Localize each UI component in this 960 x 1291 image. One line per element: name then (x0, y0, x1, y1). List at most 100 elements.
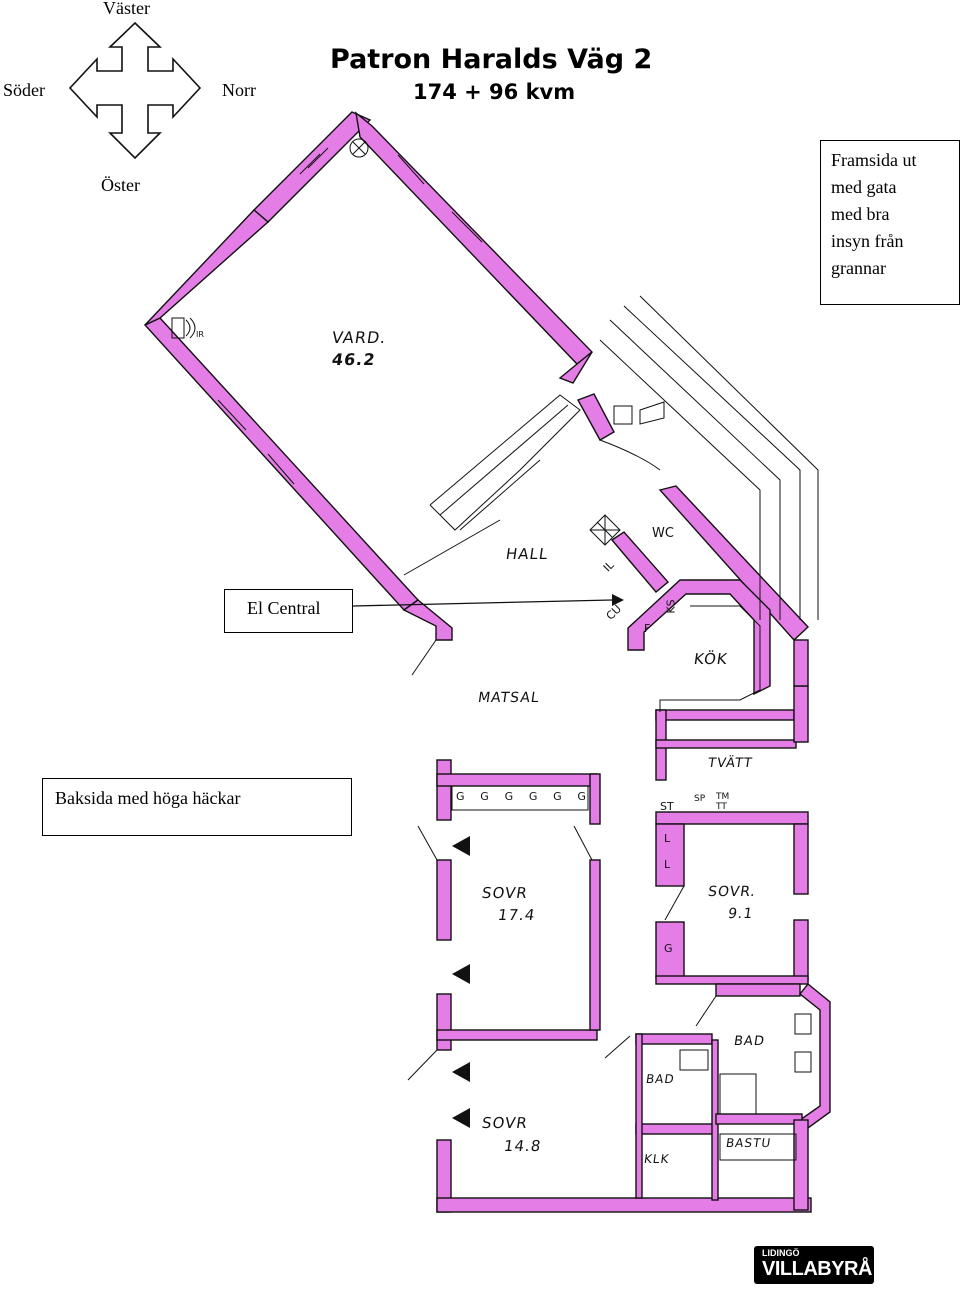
wall-vard-ne (355, 111, 594, 365)
kitchen-counter (659, 605, 761, 712)
logo-top-text: LIDINGÖ (762, 1248, 800, 1258)
room-label-matsal: MATSAL (476, 690, 541, 706)
wall-east-upper (793, 639, 809, 687)
wardrobe-label: G (528, 790, 538, 803)
patio-arrow-icon (452, 964, 470, 984)
wall-bay (798, 983, 831, 1129)
door-arc-bed1b (573, 825, 593, 861)
room-label-tvatt: TVÄTT (706, 756, 754, 771)
wall-matsal-corner (402, 599, 453, 641)
entrance-box (613, 405, 633, 425)
lidingo-villabyra-logo: LIDINGÖ VILLABYRÅ (754, 1246, 874, 1284)
wall-klk-top (635, 1123, 715, 1135)
smoke-detector-x2 (352, 141, 366, 155)
fixture-ir: IR (196, 330, 204, 339)
wall-sovr2-closet (655, 921, 685, 979)
door-arc-bed1 (417, 825, 438, 861)
grid-fixture-icon (589, 514, 621, 546)
door-arc-sovr2 (664, 885, 685, 921)
door-arc-bed3b (604, 1035, 631, 1059)
entrance-mat (639, 401, 665, 425)
window-vard-w2 (267, 453, 295, 485)
wall-kitchen-ne (658, 485, 809, 641)
fixture-tmtt: TM TT (716, 792, 730, 812)
back-side-note: Baksida med höga häckar (42, 778, 352, 836)
front-note-line: grannar (831, 258, 886, 278)
smoke-detector-icon (349, 138, 369, 158)
room-label-kok: KÖK (692, 650, 729, 668)
compass-south-label: Söder (3, 80, 45, 100)
ir-sensor-icon (171, 317, 196, 339)
patio-arrow-icon (452, 1108, 470, 1128)
wall-tvatt-top (655, 709, 795, 721)
wall-west-upper (436, 759, 452, 821)
door-arc-bad (695, 995, 717, 1027)
compass-east-label: Öster (101, 175, 140, 195)
wall-bastu-top (715, 1113, 803, 1125)
front-note-line: med gata (831, 177, 897, 197)
wall-tvatt-bottom (655, 811, 809, 825)
logo-name-text: VILLABYRÅ (762, 1258, 872, 1280)
room-label-sovr1: SOVR (480, 884, 530, 902)
room-label-vard: VARD. (330, 328, 388, 347)
window-vard-w (217, 399, 247, 431)
wall-bad-left (635, 1033, 643, 1199)
fixture-g: G (664, 942, 673, 955)
room-label-bad1: BAD (645, 1072, 676, 1086)
hall-stairs (429, 394, 581, 531)
hall-wall-line (403, 519, 501, 576)
sink-bad2-2 (794, 1051, 812, 1073)
front-side-note: Framsida ut med gata med bra insyn från … (820, 140, 960, 305)
wardrobe-row (451, 785, 589, 811)
el-central-label: El Central (247, 598, 321, 618)
sink-bad2-1 (794, 1013, 812, 1035)
door-arc-hall (599, 439, 661, 471)
wall-east-bath (793, 1119, 809, 1211)
wall-kitchen-inner (627, 579, 771, 696)
address-title: Patron Haralds Väg 2 (330, 44, 653, 75)
wall-sovr2-bottom (655, 975, 809, 985)
room-label-klk: KLK (643, 1152, 671, 1166)
door-arc-bed3 (407, 1049, 438, 1081)
fixture-l2: L (664, 858, 671, 871)
room-label-bastu: BASTU (725, 1136, 773, 1150)
wall-west-mid (436, 859, 452, 941)
wall-bad-mid (635, 1033, 713, 1045)
window-vard-n2 (299, 153, 321, 175)
room-area-sovr1: 17.4 (496, 906, 537, 924)
area-subtitle: 174 + 96 kvm (413, 80, 576, 104)
tub-bad1 (679, 1049, 709, 1071)
wardrobe-labels: G G G G G G (456, 790, 586, 803)
window-vard-e2 (397, 154, 425, 185)
room-label-sovr3: SOVR (480, 1114, 530, 1132)
wardrobe-label: G (553, 790, 562, 803)
wall-west-low (436, 993, 452, 1051)
room-area-vard: 46.2 (330, 350, 377, 369)
el-central-arrowhead-icon (612, 594, 624, 606)
wall-bed-divider (589, 859, 601, 1031)
compass-north-label: Norr (222, 80, 256, 100)
room-area-sovr3: 14.8 (502, 1137, 543, 1155)
wall-east-kitchen (793, 685, 809, 743)
room-label-wc: WC (652, 526, 674, 541)
window-vard-n (307, 147, 329, 169)
fixture-l1: L (664, 832, 671, 845)
wall-east-sovr2b (793, 919, 809, 981)
bastu-bench (719, 1133, 797, 1161)
wardrobe-label: G (480, 790, 489, 803)
compass-west-label: Väster (103, 0, 150, 18)
back-side-label: Baksida med höga häckar (55, 788, 241, 808)
wall-hall-stub (576, 393, 615, 441)
room-label-bad2: BAD (732, 1034, 766, 1049)
fixture-f: F (644, 622, 651, 635)
front-note-line: med bra (831, 204, 890, 224)
compass-arrow-icon (68, 21, 202, 160)
front-note-line: Framsida ut (831, 150, 917, 170)
wall-bed1-bottom (436, 1029, 598, 1041)
wardrobe-label: G (456, 790, 465, 803)
fixture-ks: KS (664, 599, 678, 614)
door-arc-matsal (411, 639, 437, 676)
el-central-note: El Central (224, 589, 353, 633)
wall-east-sovr2 (793, 823, 809, 895)
